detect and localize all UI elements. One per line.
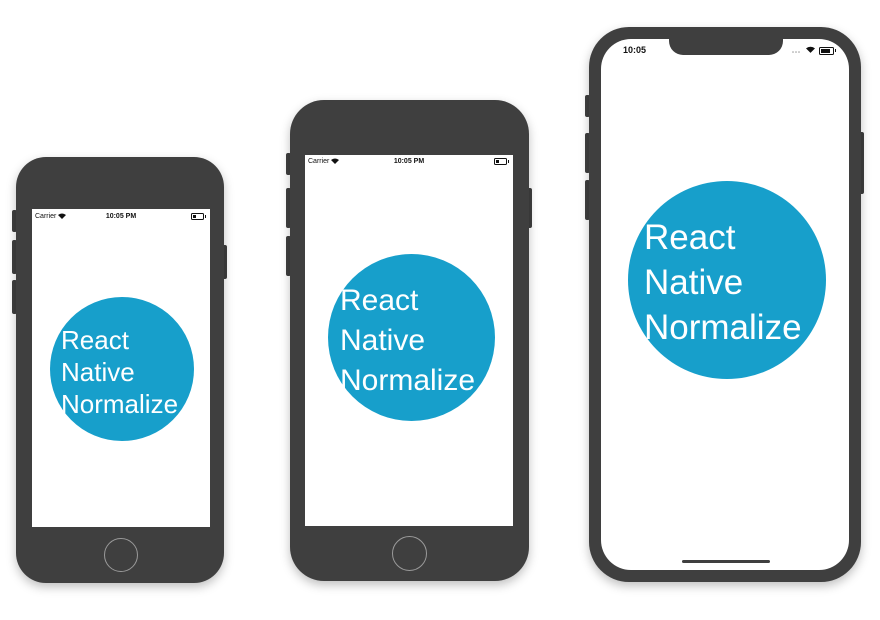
signal-icon	[792, 51, 800, 53]
phone-1-volume-down	[12, 280, 17, 314]
phone-1-side-button	[12, 210, 17, 232]
phone-1-volume-up	[12, 240, 17, 274]
phone-1-label: React Native Normalize	[61, 324, 178, 420]
phone-2-label: React Native Normalize	[340, 281, 475, 401]
home-button-icon[interactable]	[104, 538, 138, 572]
phone-2-blue-circle	[328, 254, 495, 421]
home-button-icon[interactable]	[392, 536, 427, 571]
phone-3-label: React Native Normalize	[644, 215, 802, 350]
label-normalize: Normalize	[340, 364, 476, 397]
label-react: React	[340, 284, 419, 317]
phone-3-notch	[669, 39, 783, 55]
label-normalize: Normalize	[61, 389, 179, 419]
phone-2-carrier: Carrier	[308, 158, 340, 165]
phone-2-power-button	[527, 188, 532, 228]
phone-2-volume-down	[286, 236, 291, 276]
phone-3-screen: 10:05 React Native Normalize	[601, 39, 849, 570]
wifi-icon	[58, 213, 67, 219]
wifi-icon	[331, 158, 340, 164]
phone-3-time: 10:05	[623, 45, 647, 55]
phone-3-device: 10:05 React Native Normalize	[589, 27, 861, 582]
phone-2-time: 10:05 PM	[393, 157, 425, 165]
phone-1-power-button	[222, 245, 227, 279]
label-react: React	[61, 325, 129, 355]
phone-1-blue-circle	[50, 297, 194, 441]
phone-2-device: Carrier 10:05 PM React Native Normalize	[290, 100, 529, 581]
phone-3-power-button	[859, 132, 864, 194]
label-native: Native	[644, 263, 744, 302]
phone-2-screen: Carrier 10:05 PM React Native Normalize	[305, 155, 513, 526]
phone-1-status-bar: Carrier 10:05 PM	[32, 209, 210, 223]
phone-3-blue-circle	[628, 181, 826, 379]
phone-3-side-button	[585, 95, 590, 117]
label-native: Native	[340, 324, 426, 357]
label-react: React	[644, 218, 736, 257]
phone-2-status-bar: Carrier 10:05 PM	[305, 155, 513, 167]
battery-icon	[819, 47, 836, 55]
label-native: Native	[61, 357, 135, 387]
phone-1-device: Carrier 10:05 PM React Native Normalize	[16, 157, 224, 583]
phone-1-screen: Carrier 10:05 PM React Native Normalize	[32, 209, 210, 527]
phone-3-volume-down	[585, 180, 590, 220]
phone-2-side-button	[286, 153, 291, 175]
phone-3-home-indicator[interactable]	[682, 560, 770, 563]
label-normalize: Normalize	[644, 308, 802, 347]
battery-icon	[494, 158, 509, 165]
phone-1-time: 10:05 PM	[105, 212, 137, 220]
battery-icon	[191, 213, 206, 220]
phone-1-carrier: Carrier	[35, 213, 67, 220]
phone-3-volume-up	[585, 133, 590, 173]
wifi-icon	[806, 46, 815, 53]
phone-3-status-bar: 10:05	[601, 39, 849, 61]
phone-2-volume-up	[286, 188, 291, 228]
